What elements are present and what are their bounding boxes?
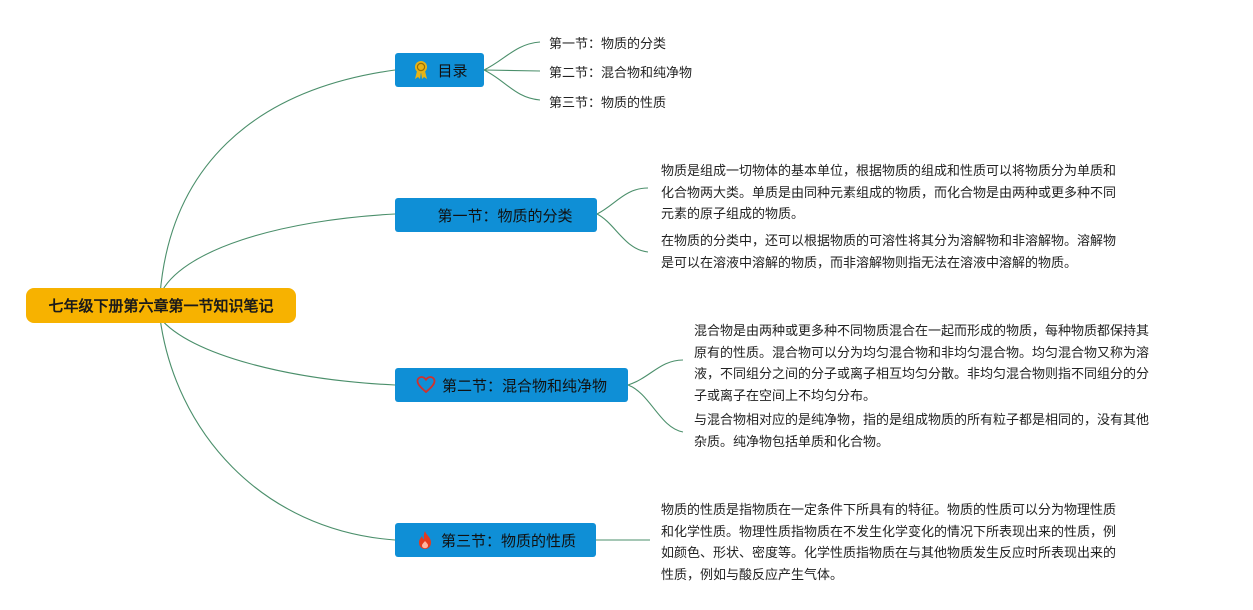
root-topic[interactable]: 七年级下册第六章第一节知识笔记 <box>26 288 296 323</box>
section-3-paragraph-1[interactable]: 物质的性质是指物质在一定条件下所具有的特征。物质的性质可以分为物理性质 和化学性… <box>661 503 1117 583</box>
section-2-paragraph-1[interactable]: 混合物是由两种或更多种不同物质混合在一起而形成的物质，每种物质都保持其 原有的性… <box>694 324 1150 404</box>
link-toc-leaf-0 <box>483 41 541 71</box>
toc-item-1[interactable]: 第一节：物质的分类 <box>549 37 667 52</box>
link-root-topic-1 <box>159 213 396 296</box>
link-root-topic-0 <box>159 69 396 296</box>
topic-section-3[interactable]: 第三节：物质的性质 <box>395 523 596 557</box>
topic-section-3-label: 第三节：物质的性质 <box>440 531 576 550</box>
link-s2-para-1 <box>627 384 684 433</box>
link-toc-leaf-2 <box>483 69 541 101</box>
link-toc-leaf-1 <box>483 69 541 72</box>
link-s1-para-0 <box>596 187 649 215</box>
topic-toc-label: 目录 <box>437 61 468 80</box>
section-1-paragraph-1[interactable]: 物质是组成一切物体的基本单位，根据物质的组成和性质可以将物质分为单质和 化合物两… <box>661 164 1117 222</box>
section-2-paragraph-2[interactable]: 与混合物相对应的是纯净物，指的是组成物质的所有粒子都是相同的，没有其他 杂质。纯… <box>694 413 1150 450</box>
topic-section-1-label: 第一节：物质的分类 <box>437 206 573 225</box>
toc-item-3[interactable]: 第三节：物质的性质 <box>549 96 667 111</box>
fire-icon <box>415 530 435 550</box>
section-1-paragraph-2[interactable]: 在物质的分类中，还可以根据物质的可溶性将其分为溶解物和非溶解物。溶解物 是可以在… <box>661 234 1117 271</box>
link-root-topic-3 <box>159 317 396 541</box>
toc-item-2[interactable]: 第二节：混合物和纯净物 <box>549 66 693 81</box>
link-s1-para-1 <box>596 213 649 253</box>
topic-toc[interactable]: 目录 <box>395 53 484 87</box>
ribbon-award-icon <box>411 60 431 80</box>
heart-icon <box>416 375 436 395</box>
topic-section-2-label: 第二节：混合物和纯净物 <box>441 376 607 395</box>
link-s2-para-0 <box>627 359 684 386</box>
root-topic-label: 七年级下册第六章第一节知识笔记 <box>48 297 274 315</box>
link-root-topic-2 <box>159 317 396 386</box>
topic-section-1[interactable]: 第一节：物质的分类 <box>395 198 597 232</box>
topic-section-2[interactable]: 第二节：混合物和纯净物 <box>395 368 628 402</box>
